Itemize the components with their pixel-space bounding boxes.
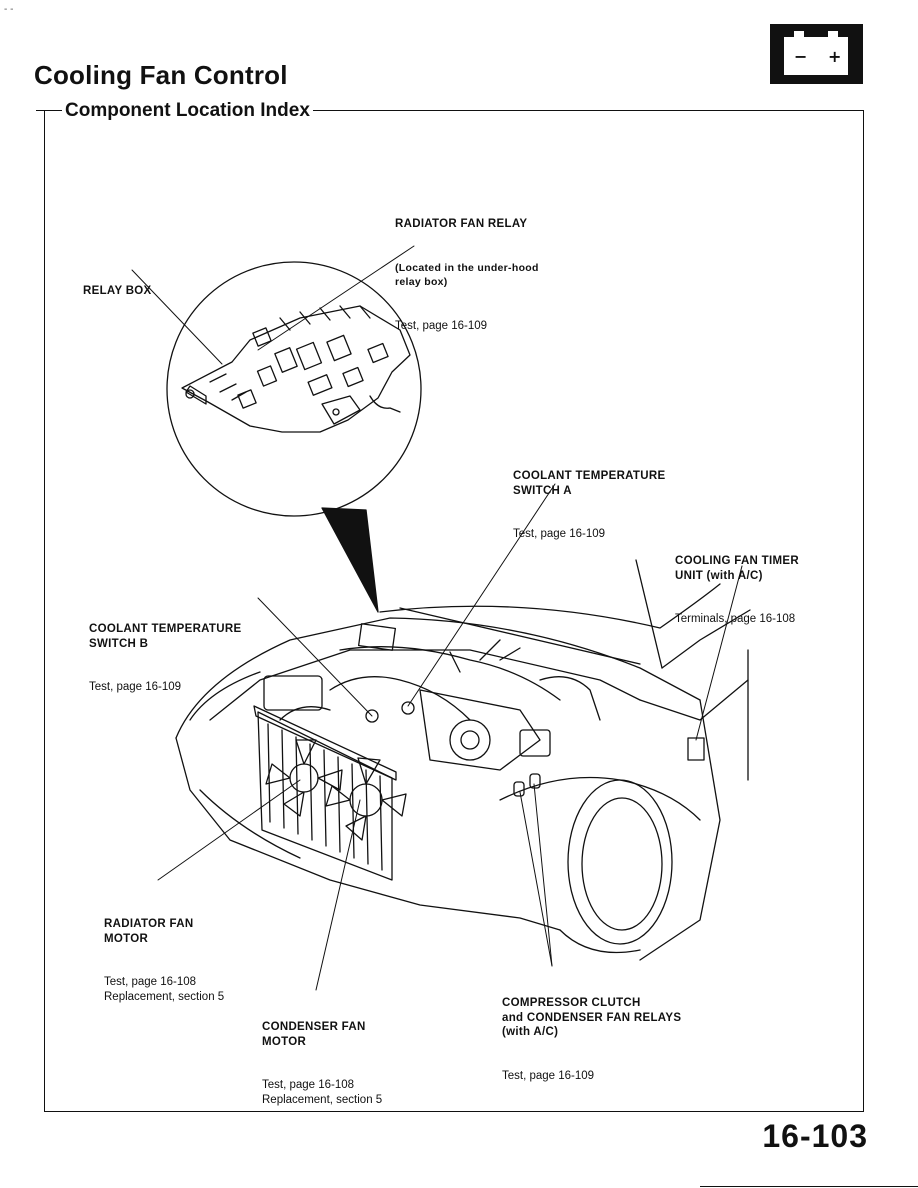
radiator-fan-motor-ref: Test, page 16-108 Replacement, section 5 xyxy=(104,976,225,1003)
cooling-fan-timer-label: COOLING FAN TIMER UNIT (with A/C) xyxy=(675,555,799,582)
radiator-fan-relay-note: (Located in the under-hood relay box) xyxy=(395,261,539,289)
battery-terminal-negative xyxy=(794,31,804,38)
callout-coolant-temp-switch-b: COOLANT TEMPERATURE SWITCH B Test, page … xyxy=(89,593,241,709)
coolant-temp-switch-a-ref: Test, page 16-109 xyxy=(513,528,606,540)
coolant-temp-switch-b-ref: Test, page 16-109 xyxy=(89,681,182,693)
page-number: 16-103 xyxy=(762,1118,868,1154)
relay-box-drawing xyxy=(181,305,411,433)
section-title: Component Location Index xyxy=(62,100,313,122)
timer-unit-box xyxy=(687,737,705,761)
battery-body: − + xyxy=(784,37,848,75)
condenser-fan-motor-ref: Test, page 16-108 Replacement, section 5 xyxy=(262,1079,383,1106)
callout-coolant-temp-switch-a: COOLANT TEMPERATURE SWITCH A Test, page … xyxy=(513,440,665,556)
compressor-relays-label: COMPRESSOR CLUTCH and CONDENSER FAN RELA… xyxy=(502,997,682,1038)
condenser-fan-motor-label: CONDENSER FAN MOTOR xyxy=(262,1021,366,1048)
corner-marks: - - xyxy=(4,4,14,15)
callout-cooling-fan-timer: COOLING FAN TIMER UNIT (with A/C) Termin… xyxy=(675,525,799,641)
callout-radiator-fan-relay: RADIATOR FAN RELAY (Located in the under… xyxy=(395,188,539,348)
frame-tick xyxy=(36,110,62,111)
coolant-temp-switch-a-label: COOLANT TEMPERATURE SWITCH A xyxy=(513,470,666,497)
component-frame xyxy=(44,110,864,1112)
battery-terminal-positive xyxy=(828,31,838,38)
radiator-drawing xyxy=(253,705,397,881)
coolant-temp-switch-b-label: COOLANT TEMPERATURE SWITCH B xyxy=(89,623,242,650)
cooling-fan-timer-ref: Terminals, page 16-108 xyxy=(675,613,796,625)
relay-b xyxy=(529,773,541,789)
relay-box-label: RELAY BOX xyxy=(83,285,152,297)
radiator-fan-relay-label: RADIATOR FAN RELAY xyxy=(395,218,528,230)
callout-condenser-fan-motor: CONDENSER FAN MOTOR Test, page 16-108 Re… xyxy=(262,991,382,1122)
radiator-fan-relay-ref: Test, page 16-109 xyxy=(395,319,488,332)
engine-drawing xyxy=(263,623,705,797)
battery-minus-sign: − xyxy=(794,47,808,66)
callout-compressor-relays: COMPRESSOR CLUTCH and CONDENSER FAN RELA… xyxy=(502,967,681,1098)
relay-a xyxy=(513,781,525,797)
fan-blades xyxy=(265,739,407,841)
footer-rule xyxy=(700,1186,918,1187)
page-title: Cooling Fan Control xyxy=(34,60,288,90)
car-body xyxy=(175,559,751,961)
battery-plus-sign: + xyxy=(828,47,842,66)
radiator-fan-motor-label: RADIATOR FAN MOTOR xyxy=(104,918,194,945)
relay-box-detail-circle xyxy=(166,261,422,517)
battery-icon: − + xyxy=(770,24,863,84)
detail-pointer xyxy=(321,507,379,613)
callout-radiator-fan-motor: RADIATOR FAN MOTOR Test, page 16-108 Rep… xyxy=(104,888,224,1019)
callout-relay-box: RELAY BOX xyxy=(83,255,152,313)
compressor-relays-ref: Test, page 16-109 xyxy=(502,1069,595,1082)
leader-lines xyxy=(131,245,743,991)
